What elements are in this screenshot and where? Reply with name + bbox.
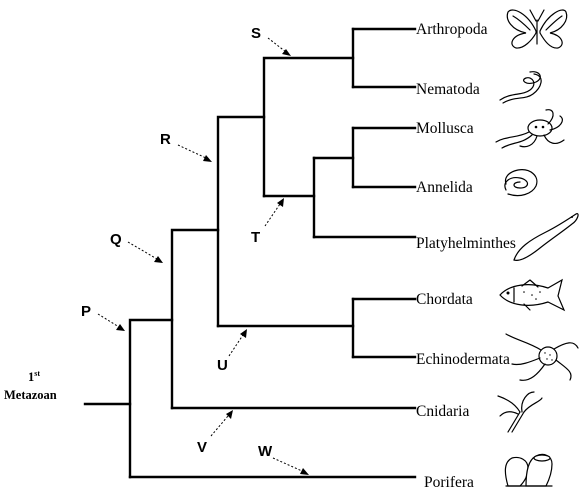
octopus-icon (495, 109, 565, 149)
node-s-branch (262, 56, 355, 198)
taxon-chordata: Chordata (416, 291, 473, 308)
node-letter-v: V (197, 439, 207, 456)
node-letter-t: T (251, 229, 260, 246)
fish-icon (499, 278, 566, 312)
arrow-w (272, 457, 309, 475)
node-letter-p: P (81, 303, 91, 320)
brittle-star-icon (505, 333, 579, 381)
node-p-branch (128, 318, 174, 479)
earthworm-icon (504, 169, 538, 197)
node-letter-r: R (160, 131, 171, 148)
tree-branches (83, 27, 417, 479)
node-letters: S R Q P T U V W (81, 25, 273, 460)
nematode-icon (499, 71, 542, 104)
root-number-label: 1st (28, 369, 40, 384)
arrow-v (210, 410, 233, 437)
taxon-labels: Arthropoda Nematoda Mollusca Annelida Pl… (416, 21, 516, 491)
hydra-icon (497, 391, 543, 433)
arrow-p (97, 313, 125, 331)
root-word-label: Metazoan (4, 388, 57, 402)
flatworm-icon (513, 213, 579, 261)
arrow-u (228, 329, 247, 357)
arrow-s (267, 37, 291, 56)
node-letter-w: W (258, 443, 273, 460)
arrow-r (177, 144, 212, 162)
taxon-mollusca: Mollusca (416, 120, 474, 137)
butterfly-icon (506, 9, 568, 49)
node-letter-u: U (217, 357, 228, 374)
node-letter-q: Q (110, 231, 122, 248)
node-q-branch (170, 228, 220, 410)
node-arrows (97, 37, 309, 475)
taxon-cnidaria: Cnidaria (416, 403, 469, 420)
taxon-nematoda: Nematoda (416, 81, 480, 98)
node-letter-s: S (251, 25, 261, 42)
arrow-q (127, 241, 163, 263)
taxon-platyhelminthes: Platyhelminthes (416, 235, 516, 252)
taxon-annelida: Annelida (416, 179, 473, 196)
taxon-porifera: Porifera (424, 474, 474, 491)
sponge-icon (504, 453, 553, 487)
arrow-t (264, 198, 284, 227)
taxon-echinodermata: Echinodermata (416, 351, 510, 368)
taxon-arthropoda: Arthropoda (416, 21, 488, 38)
node-r-branch (216, 115, 266, 328)
